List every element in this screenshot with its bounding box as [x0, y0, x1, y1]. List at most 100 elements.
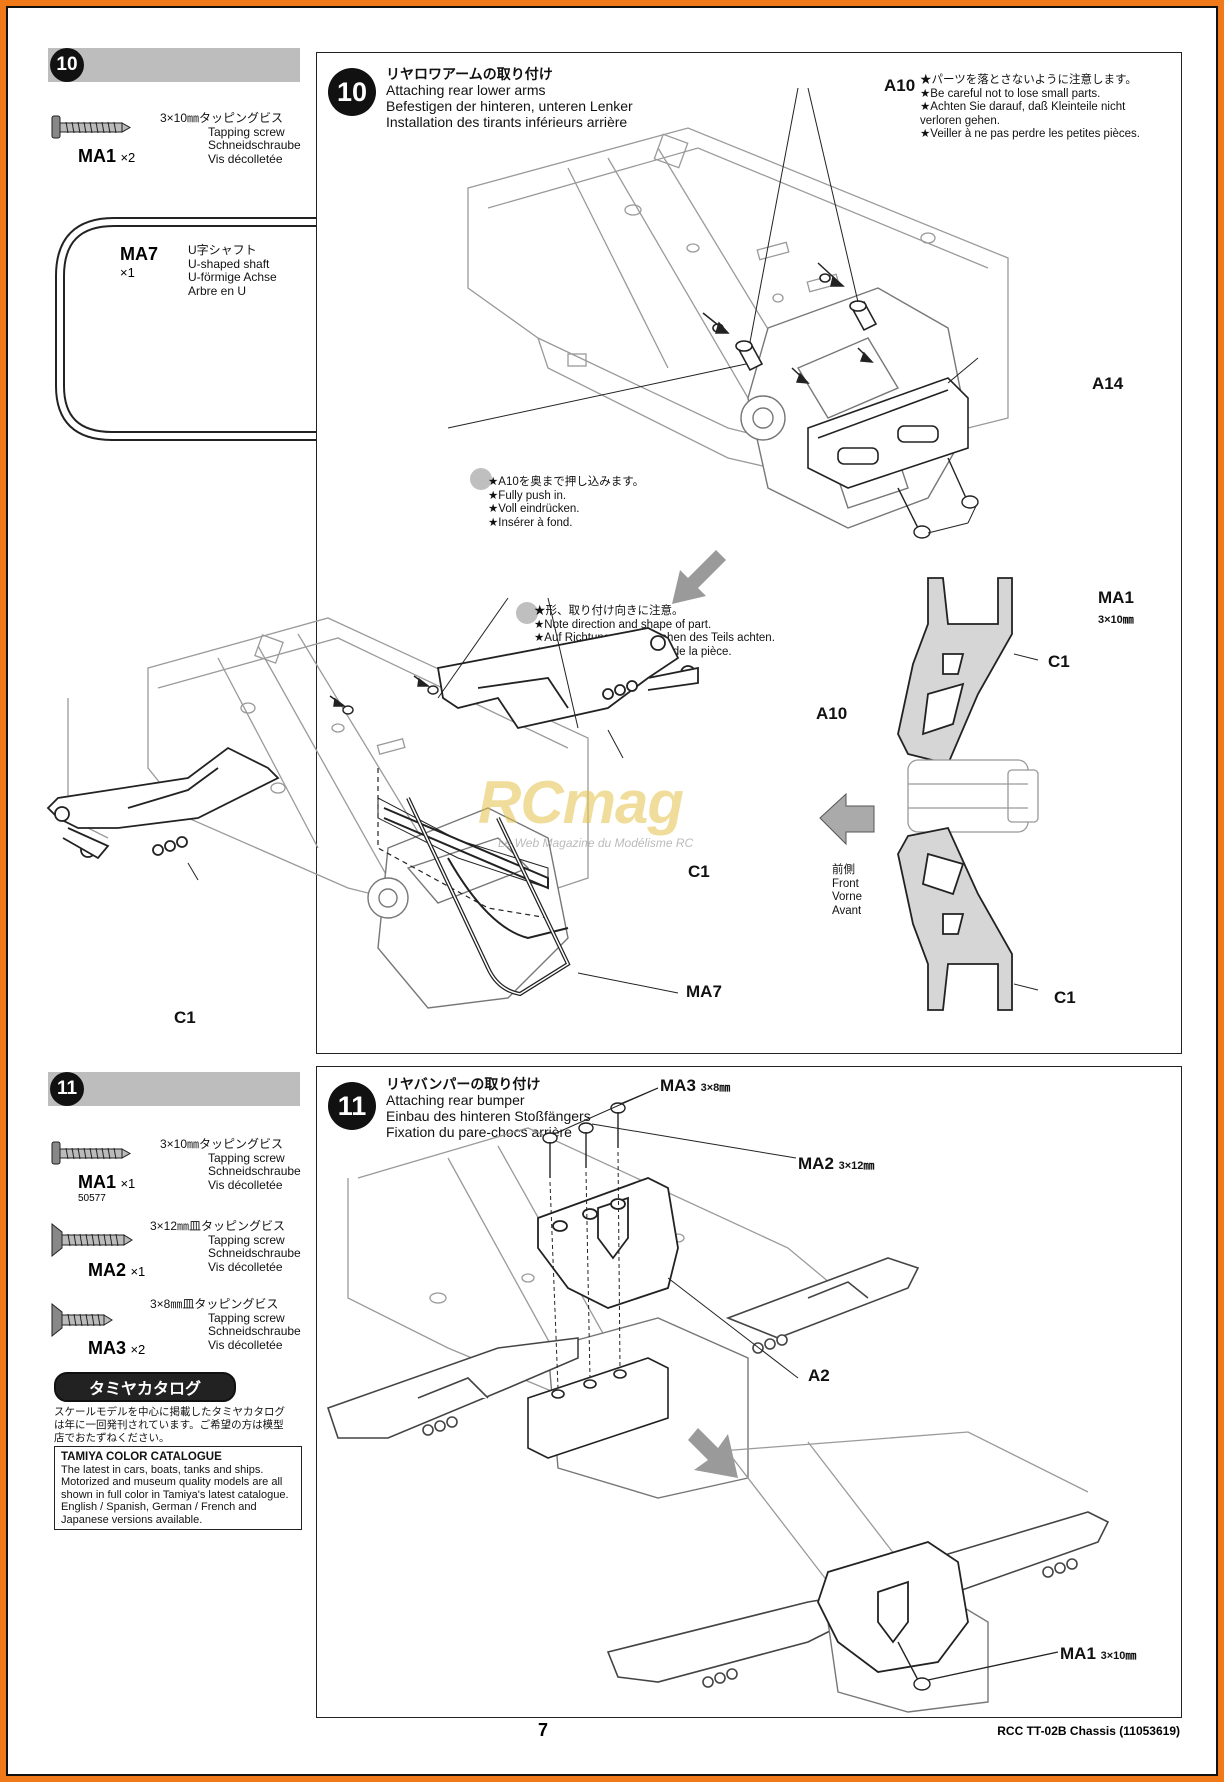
title-fr: Fixation du pare-chocs arrière [386, 1124, 572, 1140]
part-name-en: Tapping screw [208, 1150, 285, 1165]
title-jp: リヤバンパーの取り付け [386, 1076, 541, 1092]
step11-header-bar [48, 1072, 300, 1106]
note-line: Avant [832, 904, 862, 917]
label-size: 3×10㎜ [1100, 1650, 1137, 1662]
part-size: 3×12㎜皿タッピングビス [150, 1219, 286, 1233]
label-a10-top: A10 [884, 76, 916, 95]
direction-note-dot [516, 602, 538, 624]
rcmag-watermark: RCmag [478, 769, 684, 836]
part-name-en: Tapping screw [208, 124, 285, 139]
front-direction-label: 前側 Front Vorne Avant [832, 864, 862, 918]
label-ma7: MA7 [686, 982, 722, 1001]
down-arrow-icon [672, 550, 726, 604]
step10-top-view-drawing [897, 577, 1039, 1011]
note-line: ★Fully push in. [488, 489, 567, 502]
part-name-de: Schneidschraube [208, 138, 301, 152]
catalog-body: The latest in cars, boats, tanks and shi… [61, 1463, 289, 1526]
step10-part-ma7: MA7 ×1 [120, 244, 158, 280]
part-size: 3×10㎜タッピングビス [160, 1137, 284, 1151]
note-line: ★Note direction and shape of part. [534, 618, 712, 631]
step10-part-ma7-desc: U字シャフト U-shaped shaft U-förmige Achse Ar… [188, 243, 277, 298]
screw-ma2-icon [51, 1222, 133, 1258]
catalog-box: TAMIYA COLOR CATALOGUE The latest in car… [54, 1446, 302, 1530]
part-qty: ×2 [130, 1342, 146, 1357]
rcmag-watermark-sub: Le Web Magazine du Modélisme RC [498, 836, 694, 850]
label-text: MA1 [1098, 588, 1134, 607]
step11-part-ma1: MA1 ×1 50577 [78, 1172, 135, 1204]
part-name-fr: Vis décolletée [208, 1337, 283, 1352]
catalog-title: TAMIYA COLOR CATALOGUE [61, 1451, 222, 1463]
part-qty: ×1 [120, 265, 135, 280]
catalog-jp-text: スケールモデルを中心に掲載したタミヤカタログは年に一回発刊されています。ご希望の… [54, 1406, 285, 1444]
screw-ma1-icon [51, 1141, 132, 1165]
title-fr: Installation des tirants inférieurs arri… [386, 114, 628, 130]
manual-page: 10 MA1 ×2 3×10㎜タッピングビス Tapping screw Sch… [6, 6, 1218, 1776]
label-text: MA3 [660, 1076, 696, 1095]
part-code: MA3 [88, 1338, 127, 1358]
label-c1-left: C1 [174, 1008, 196, 1027]
screw-ma3-icon [51, 1302, 113, 1338]
step10-lower-assembly-drawing [46, 597, 699, 1009]
note-line: ★Voll eindrücken. [488, 503, 580, 515]
title-de: Einbau des hinteren Stoßfängers [386, 1108, 591, 1124]
catalog-heading: タミヤカタログ [54, 1372, 236, 1402]
part-size: 3×8㎜皿タッピングビス [150, 1297, 279, 1311]
part-qty: ×1 [120, 1176, 136, 1191]
step10-big-badge: 10 [328, 68, 376, 116]
part-name-de: Schneidschraube [208, 1164, 301, 1178]
note-line: ★Be careful not to lose small parts. [920, 87, 1101, 100]
note-line: ★Achten Sie darauf, daß Kleinteile nicht [920, 101, 1126, 113]
part-sub: 50577 [78, 1193, 106, 1204]
part-code: MA2 [88, 1260, 127, 1280]
part-name-de: Schneidschraube [208, 1246, 301, 1260]
step11-part-ma1-desc: 3×10㎜タッピングビス Tapping screw Schneidschrau… [160, 1137, 301, 1192]
part-code: MA7 [120, 244, 159, 264]
step10-part-ma1-desc: 3×10㎜タッピングビス Tapping screw Schneidschrau… [160, 111, 301, 166]
note-line: ★形、取り付け向きに注意。 [534, 605, 684, 617]
label-c1-right-bottom: C1 [1054, 988, 1076, 1007]
note-line: Vorne [832, 891, 863, 903]
step11-part-ma3: MA3 ×2 [88, 1338, 145, 1359]
part-name-fr: Vis décolletée [208, 151, 283, 166]
note-push-in: ★A10を奥まで押し込みます。 ★Fully push in. ★Voll ei… [488, 476, 644, 530]
label-text: MA2 [798, 1154, 834, 1173]
note-line: verloren gehen. [920, 114, 1000, 127]
part-code: MA1 [78, 146, 117, 166]
screw-ma1-icon [51, 115, 132, 139]
label-ma1-step11: MA1 3×10㎜ [1060, 1644, 1136, 1664]
label-size: 3×10㎜ [1098, 614, 1134, 626]
part-name-fr: Vis décolletée [208, 1259, 283, 1274]
label-ma3: MA3 3×8㎜ [660, 1076, 730, 1096]
step10-top-assembly-drawing [447, 87, 1009, 539]
step11-part-ma3-desc: 3×8㎜皿タッピングビス Tapping screw Schneidschrau… [150, 1297, 301, 1352]
step11-part-ma2-desc: 3×12㎜皿タッピングビス Tapping screw Schneidschra… [150, 1219, 301, 1274]
step10-badge: 10 [50, 48, 84, 82]
footer-title: RCC TT-02B Chassis (11053619) [997, 1724, 1180, 1738]
part-size: U字シャフト [188, 243, 257, 257]
step10-title: リヤロワアームの取り付け Attaching rear lower arms B… [386, 66, 633, 130]
label-a14: A14 [1092, 374, 1124, 393]
part-name-en: Tapping screw [208, 1310, 285, 1325]
part-name-de: Schneidschraube [208, 1324, 301, 1338]
note-line: ★A10を奥まで押し込みます。 [488, 476, 645, 488]
part-name-en: Tapping screw [208, 1232, 285, 1247]
note-small-parts: ★パーツを落とさないように注意します。 ★Be careful not to l… [920, 74, 1140, 142]
part-name-de: U-förmige Achse [188, 270, 277, 284]
step10-part-ma1: MA1 ×2 [78, 146, 135, 167]
label-size: 3×12㎜ [838, 1160, 875, 1172]
part-size: 3×10㎜タッピングビス [160, 111, 284, 125]
note-line: Front [832, 877, 859, 890]
part-name-fr: Arbre en U [188, 283, 247, 298]
step11-title: リヤバンパーの取り付け Attaching rear bumper Einbau… [386, 1076, 591, 1140]
label-a10-mid: A10 [816, 704, 848, 723]
title-jp: リヤロワアームの取り付け [386, 66, 553, 82]
part-code: MA1 [78, 1172, 117, 1192]
label-ma2: MA2 3×12㎜ [798, 1154, 874, 1174]
note-line: 前側 [832, 864, 855, 876]
label-c1-right-top: C1 [1048, 652, 1070, 671]
part-name-en: U-shaped shaft [188, 256, 270, 271]
label-ma1: MA1 3×10㎜ [1098, 588, 1134, 628]
title-en: Attaching rear lower arms [386, 82, 546, 98]
u-shaft-ma7-icon [55, 217, 402, 441]
step11-part-ma2: MA2 ×1 [88, 1260, 145, 1281]
